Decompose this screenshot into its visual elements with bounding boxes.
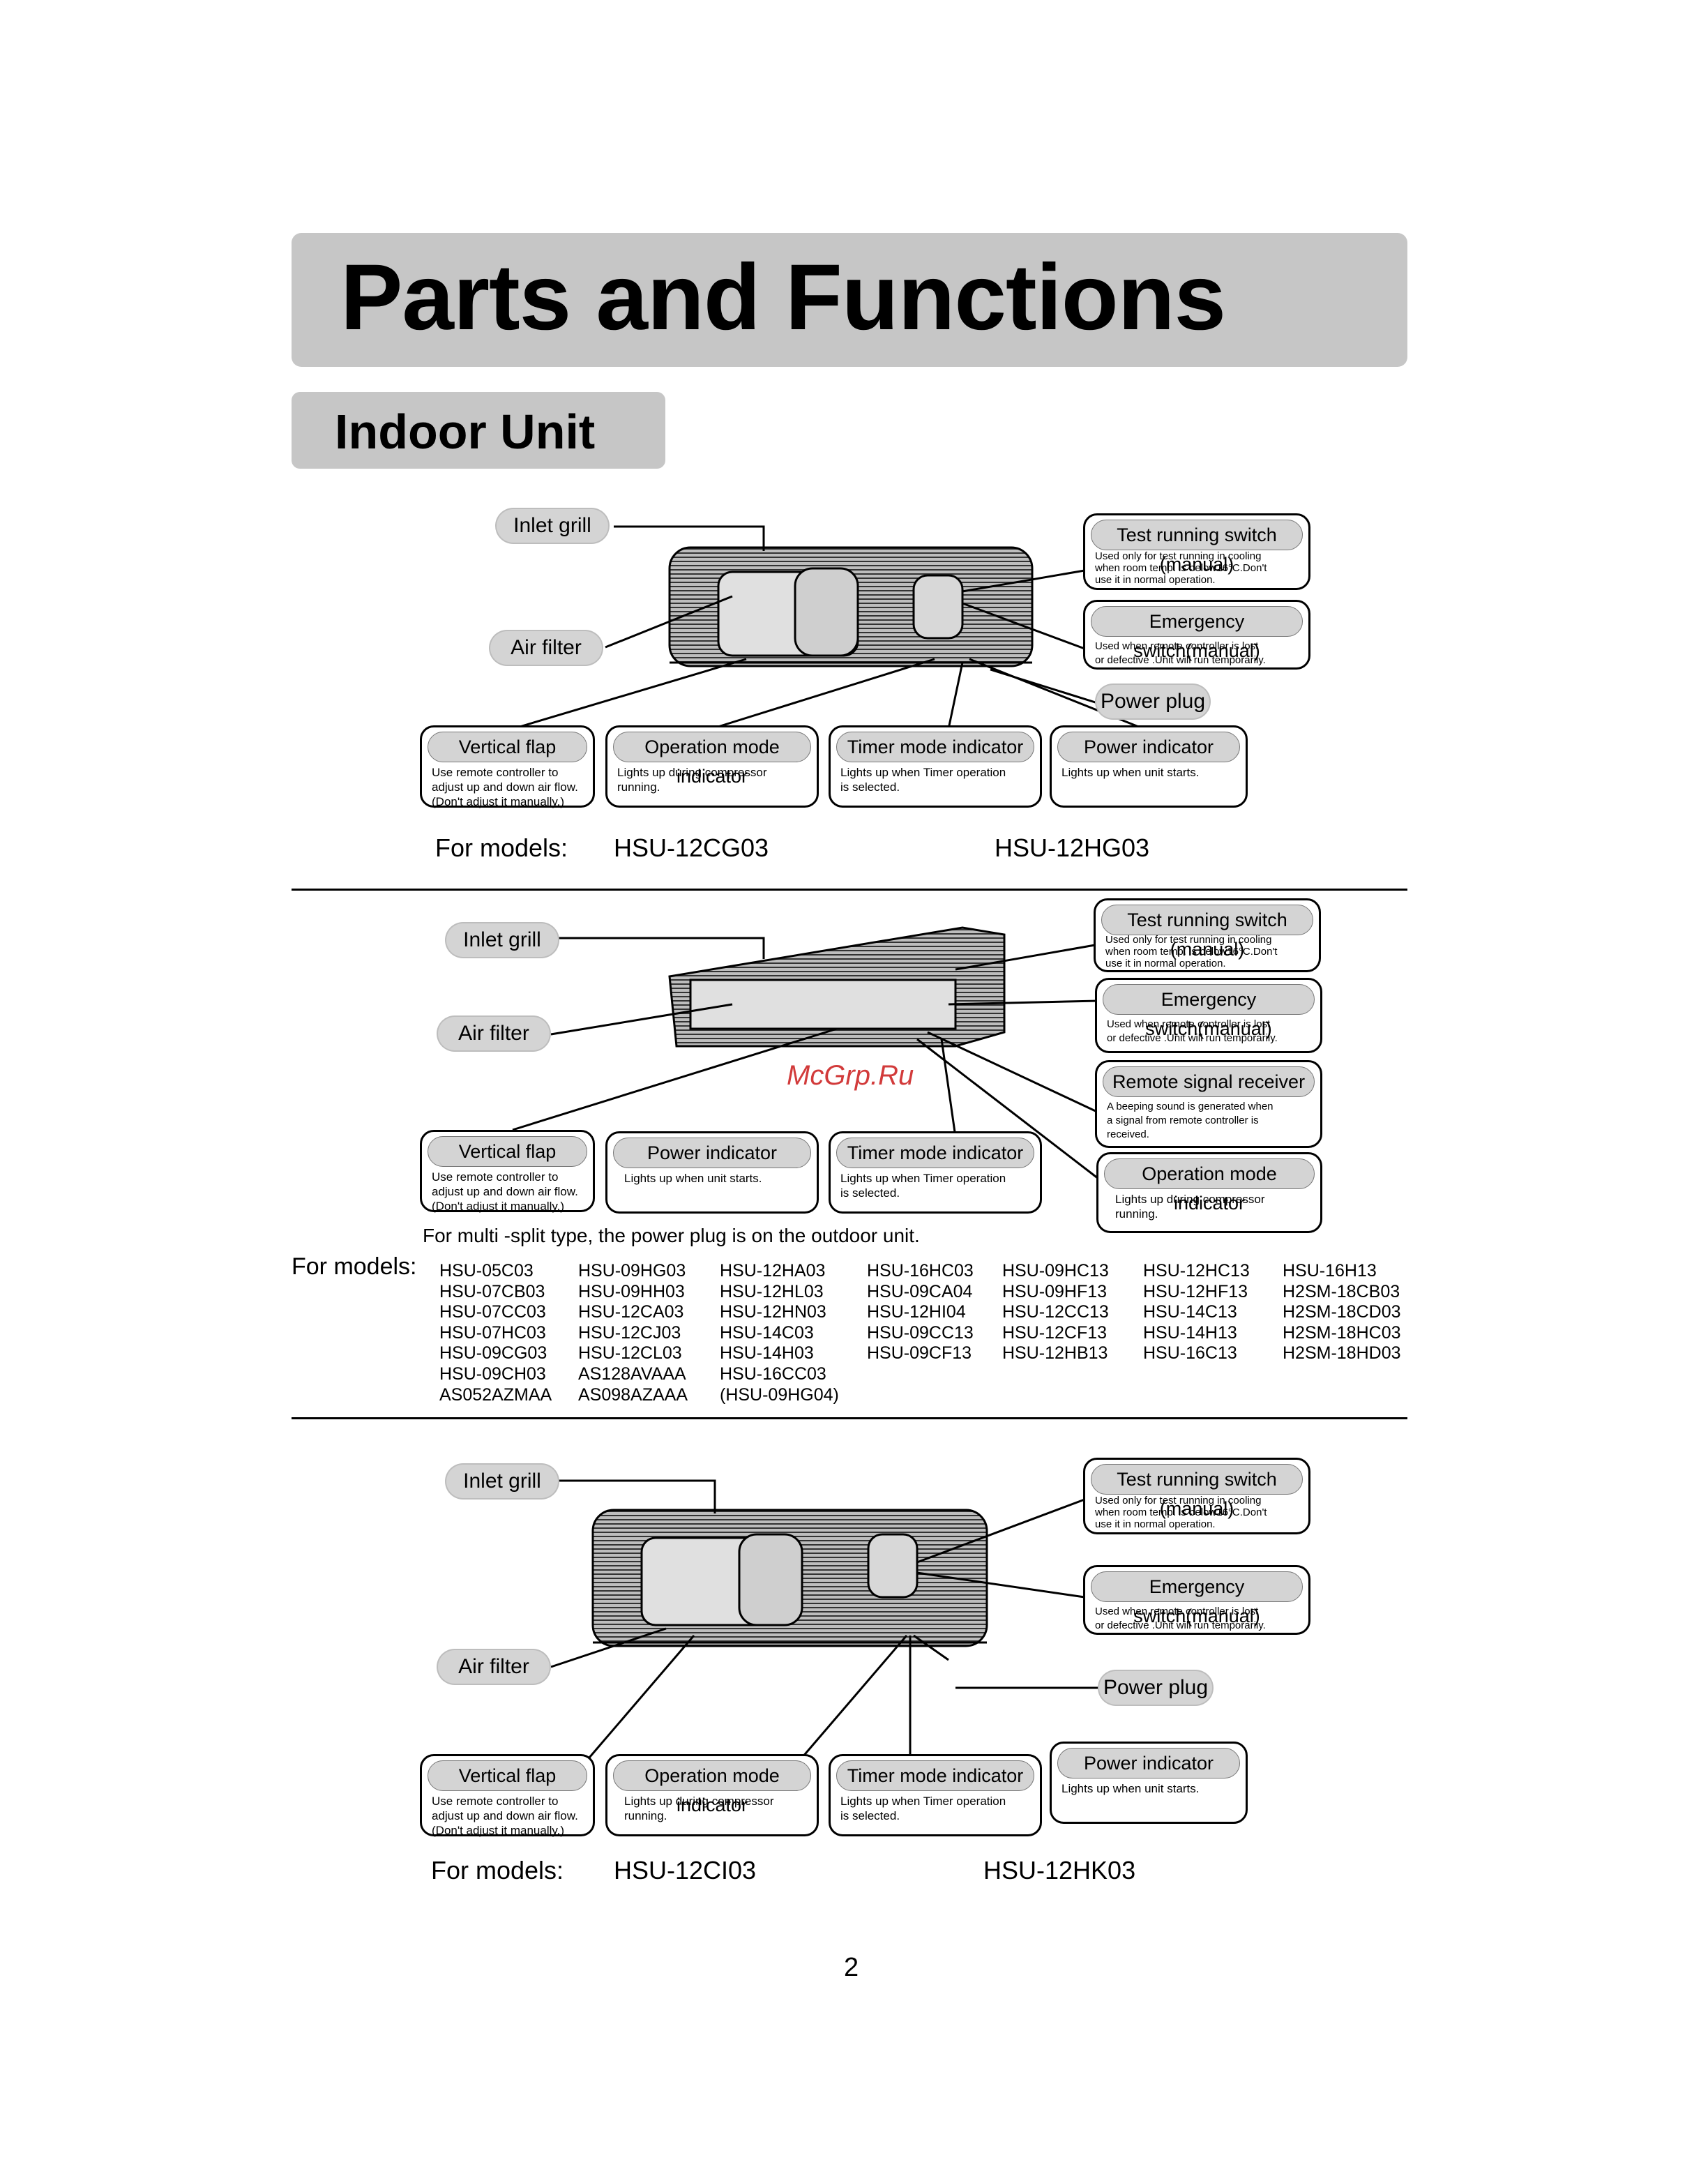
title-bar xyxy=(292,233,1407,367)
power-indicator-title: Power indicator xyxy=(613,1138,811,1168)
air-filter-label-2: Air filter xyxy=(438,1017,550,1050)
test-running-box-3: Test running switch (manual) Used only f… xyxy=(1083,1458,1310,1534)
model-name: HSU-12HG03 xyxy=(995,833,1150,862)
operation-mode-box-3: Operation mode indicator Lights up durin… xyxy=(605,1754,819,1836)
inlet-grill-label-3: Inlet grill xyxy=(446,1465,558,1498)
emergency-switch-title: Emergency switch(manual) xyxy=(1091,1571,1303,1626)
model-name: HSU-12CG03 xyxy=(614,833,769,862)
power-plug-label-3: Power plug xyxy=(1099,1671,1212,1705)
operation-mode-title: Operation mode indicator xyxy=(613,732,811,787)
vertical-flap-box-2: Vertical flap Use remote controller to a… xyxy=(420,1130,595,1213)
section-bar xyxy=(292,392,665,469)
vertical-flap-box-3: Vertical flap Use remote controller to a… xyxy=(420,1754,595,1837)
test-running-title: Test running switch (manual) xyxy=(1091,1464,1303,1519)
for-models-label-1: For models: xyxy=(435,833,568,862)
power-indicator-box-2: Power indicator Lights up when unit star… xyxy=(605,1131,819,1214)
emergency-switch-box-2: Emergency switch(manual) Used when remot… xyxy=(1095,978,1322,1053)
timer-mode-box-1: Timer mode indicator Lights up when Time… xyxy=(829,725,1042,808)
indoor-unit-3-illustration xyxy=(591,1509,988,1647)
page-number: 2 xyxy=(844,1953,859,1982)
vertical-flap-title: Vertical flap xyxy=(428,732,587,762)
for-models-label-3: For models: xyxy=(431,1856,564,1885)
remote-signal-receiver-title: Remote signal receiver xyxy=(1103,1066,1315,1097)
timer-mode-title: Timer mode indicator xyxy=(836,1138,1034,1168)
operation-mode-title: Operation mode indicator xyxy=(613,1760,811,1815)
power-indicator-box-3: Power indicator Lights up when unit star… xyxy=(1050,1742,1248,1824)
power-indicator-box-1: Power indicator Lights up when unit star… xyxy=(1050,725,1248,808)
emergency-switch-title: Emergency switch(manual) xyxy=(1091,606,1303,661)
vertical-flap-box-1: Vertical flap Use remote controller to a… xyxy=(420,725,595,808)
timer-mode-title: Timer mode indicator xyxy=(836,1760,1034,1791)
test-running-box-1: Test running switch (manual) Used only f… xyxy=(1083,513,1310,590)
timer-mode-box-2: Timer mode indicator Lights up when Time… xyxy=(829,1131,1042,1214)
multi-split-note: For multi -split type, the power plug is… xyxy=(423,1225,920,1246)
section-title: Indoor Unit xyxy=(335,405,596,459)
test-running-title: Test running switch (manual) xyxy=(1091,520,1303,575)
model-name: HSU-12HK03 xyxy=(983,1856,1136,1885)
test-running-title: Test running switch (manual) xyxy=(1101,905,1313,960)
timer-mode-title: Timer mode indicator xyxy=(836,732,1034,762)
emergency-switch-title: Emergency switch(manual) xyxy=(1103,984,1315,1039)
operation-mode-title: Operation mode indicator xyxy=(1104,1158,1315,1214)
vertical-flap-title: Vertical flap xyxy=(428,1760,587,1791)
emergency-switch-box-1: Emergency switch(manual) Used when remot… xyxy=(1083,600,1310,670)
inlet-grill-label-2: Inlet grill xyxy=(446,923,558,957)
air-filter-label-1: Air filter xyxy=(490,631,602,665)
operation-mode-box-1: Operation mode indicator Lights up durin… xyxy=(605,725,819,808)
vertical-flap-title: Vertical flap xyxy=(428,1136,587,1167)
power-plug-label-1: Power plug xyxy=(1096,685,1209,718)
model-name: HSU-12CI03 xyxy=(614,1856,757,1885)
indoor-unit-1-illustration xyxy=(668,546,1034,667)
section-divider xyxy=(292,889,1407,891)
watermark: McGrp.Ru xyxy=(787,1060,914,1091)
emergency-switch-box-3: Emergency switch(manual) Used when remot… xyxy=(1083,1565,1310,1635)
air-filter-label-3: Air filter xyxy=(438,1650,550,1684)
power-indicator-title: Power indicator xyxy=(1057,1748,1240,1778)
inlet-grill-label-1: Inlet grill xyxy=(497,509,608,543)
remote-signal-receiver-box: Remote signal receiver A beeping sound i… xyxy=(1095,1060,1322,1148)
power-indicator-title: Power indicator xyxy=(1057,732,1240,762)
timer-mode-box-3: Timer mode indicator Lights up when Time… xyxy=(829,1754,1042,1836)
indoor-unit-2-illustration xyxy=(668,926,1006,1048)
page-title: Parts and Functions xyxy=(340,246,1226,349)
for-models-label-2: For models: xyxy=(292,1253,417,1280)
section-divider xyxy=(292,1417,1407,1419)
test-running-box-2: Test running switch (manual) Used only f… xyxy=(1094,898,1321,972)
operation-mode-box-2: Operation mode indicator Lights up durin… xyxy=(1096,1152,1322,1233)
